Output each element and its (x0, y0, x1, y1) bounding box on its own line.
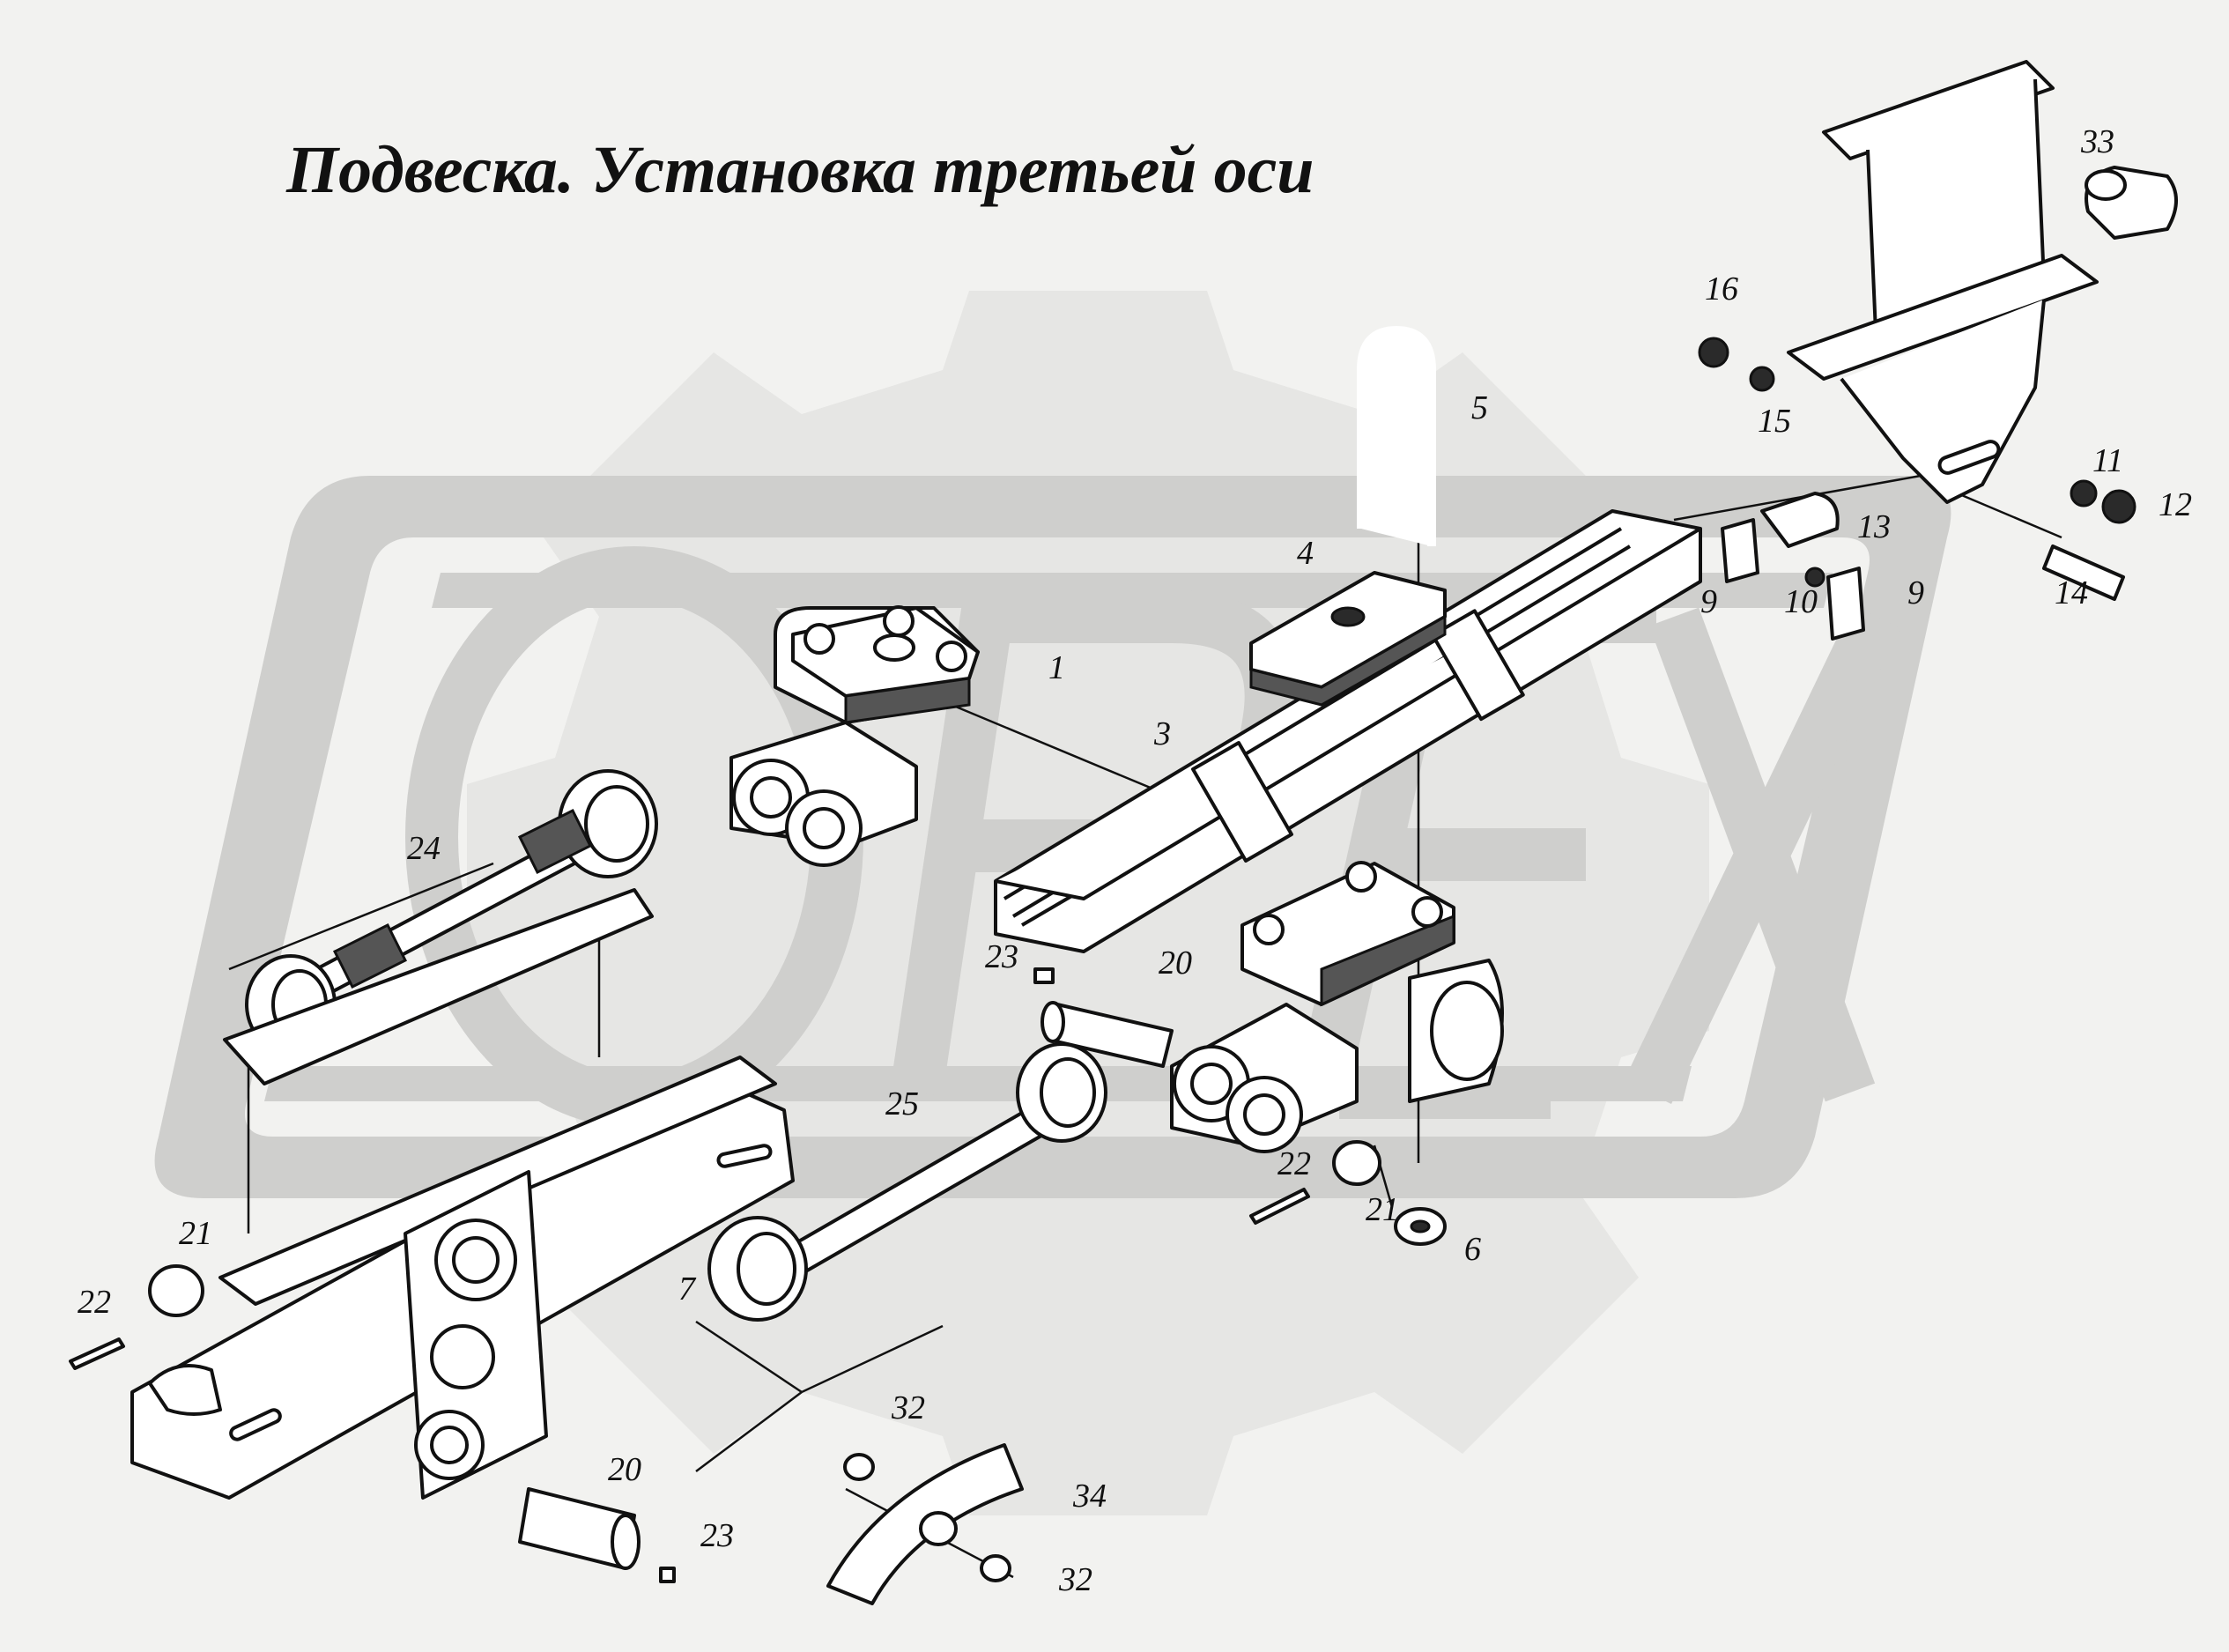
reaction-rod-lower (707, 1042, 1107, 1322)
callout-c12: 12 (2159, 486, 2192, 523)
frame-rail (1787, 60, 2099, 504)
callout-c22b: 22 (78, 1284, 111, 1321)
page-title: Подвеска. Установка третьей оси (286, 133, 1314, 207)
callout-c34: 34 (1072, 1478, 1107, 1515)
callout-c24: 24 (407, 830, 441, 867)
callout-c33: 33 (2080, 123, 2114, 160)
bracket-lower (1170, 1003, 1359, 1153)
hub-segment (826, 1443, 1024, 1605)
spring-pad (1249, 571, 1447, 707)
callout-c7: 7 (678, 1270, 697, 1308)
callout-c5: 5 (1471, 389, 1488, 426)
small-parts (1698, 337, 2136, 641)
spring-seat-upper (774, 605, 980, 724)
callout-c14: 14 (2055, 574, 2088, 611)
callout-c10: 10 (1784, 583, 1818, 620)
callout-c32b: 32 (1058, 1561, 1092, 1598)
spring-seat-lower (1240, 861, 1504, 1103)
leaf-spring (994, 509, 1702, 953)
pin-upper (1040, 1001, 1174, 1068)
callout-c1: 1 (1048, 649, 1065, 686)
callout-c9b: 9 (1907, 574, 1924, 611)
callout-c32a: 32 (891, 1389, 925, 1426)
callout-c3: 3 (1153, 715, 1171, 752)
callout-c6: 6 (1464, 1231, 1481, 1268)
u-bolt (1357, 325, 1436, 546)
bracket-upper-left (729, 721, 918, 867)
callout-c15: 15 (1758, 403, 1791, 440)
callout-c20a: 20 (1159, 945, 1192, 982)
callout-c25: 25 (885, 1085, 919, 1122)
frame-bracket (130, 1056, 795, 1500)
fasteners (69, 967, 1447, 1583)
callout-c21b: 21 (179, 1215, 212, 1252)
support-plate (223, 888, 654, 1085)
callout-c4: 4 (1297, 535, 1314, 572)
callout-c23a: 23 (985, 938, 1018, 975)
callout-c22a: 22 (1277, 1145, 1311, 1182)
callout-c9a: 9 (1700, 583, 1717, 620)
callout-c16: 16 (1705, 270, 1738, 307)
callout-c11: 11 (2092, 442, 2123, 479)
callout-c23b: 23 (700, 1517, 734, 1554)
callout-c21a: 21 (1366, 1191, 1399, 1228)
callout-c13: 13 (1857, 508, 1891, 545)
watermark-frame (154, 476, 1951, 1198)
nut-33 (2085, 166, 2178, 240)
callout-c20b: 20 (608, 1451, 641, 1488)
